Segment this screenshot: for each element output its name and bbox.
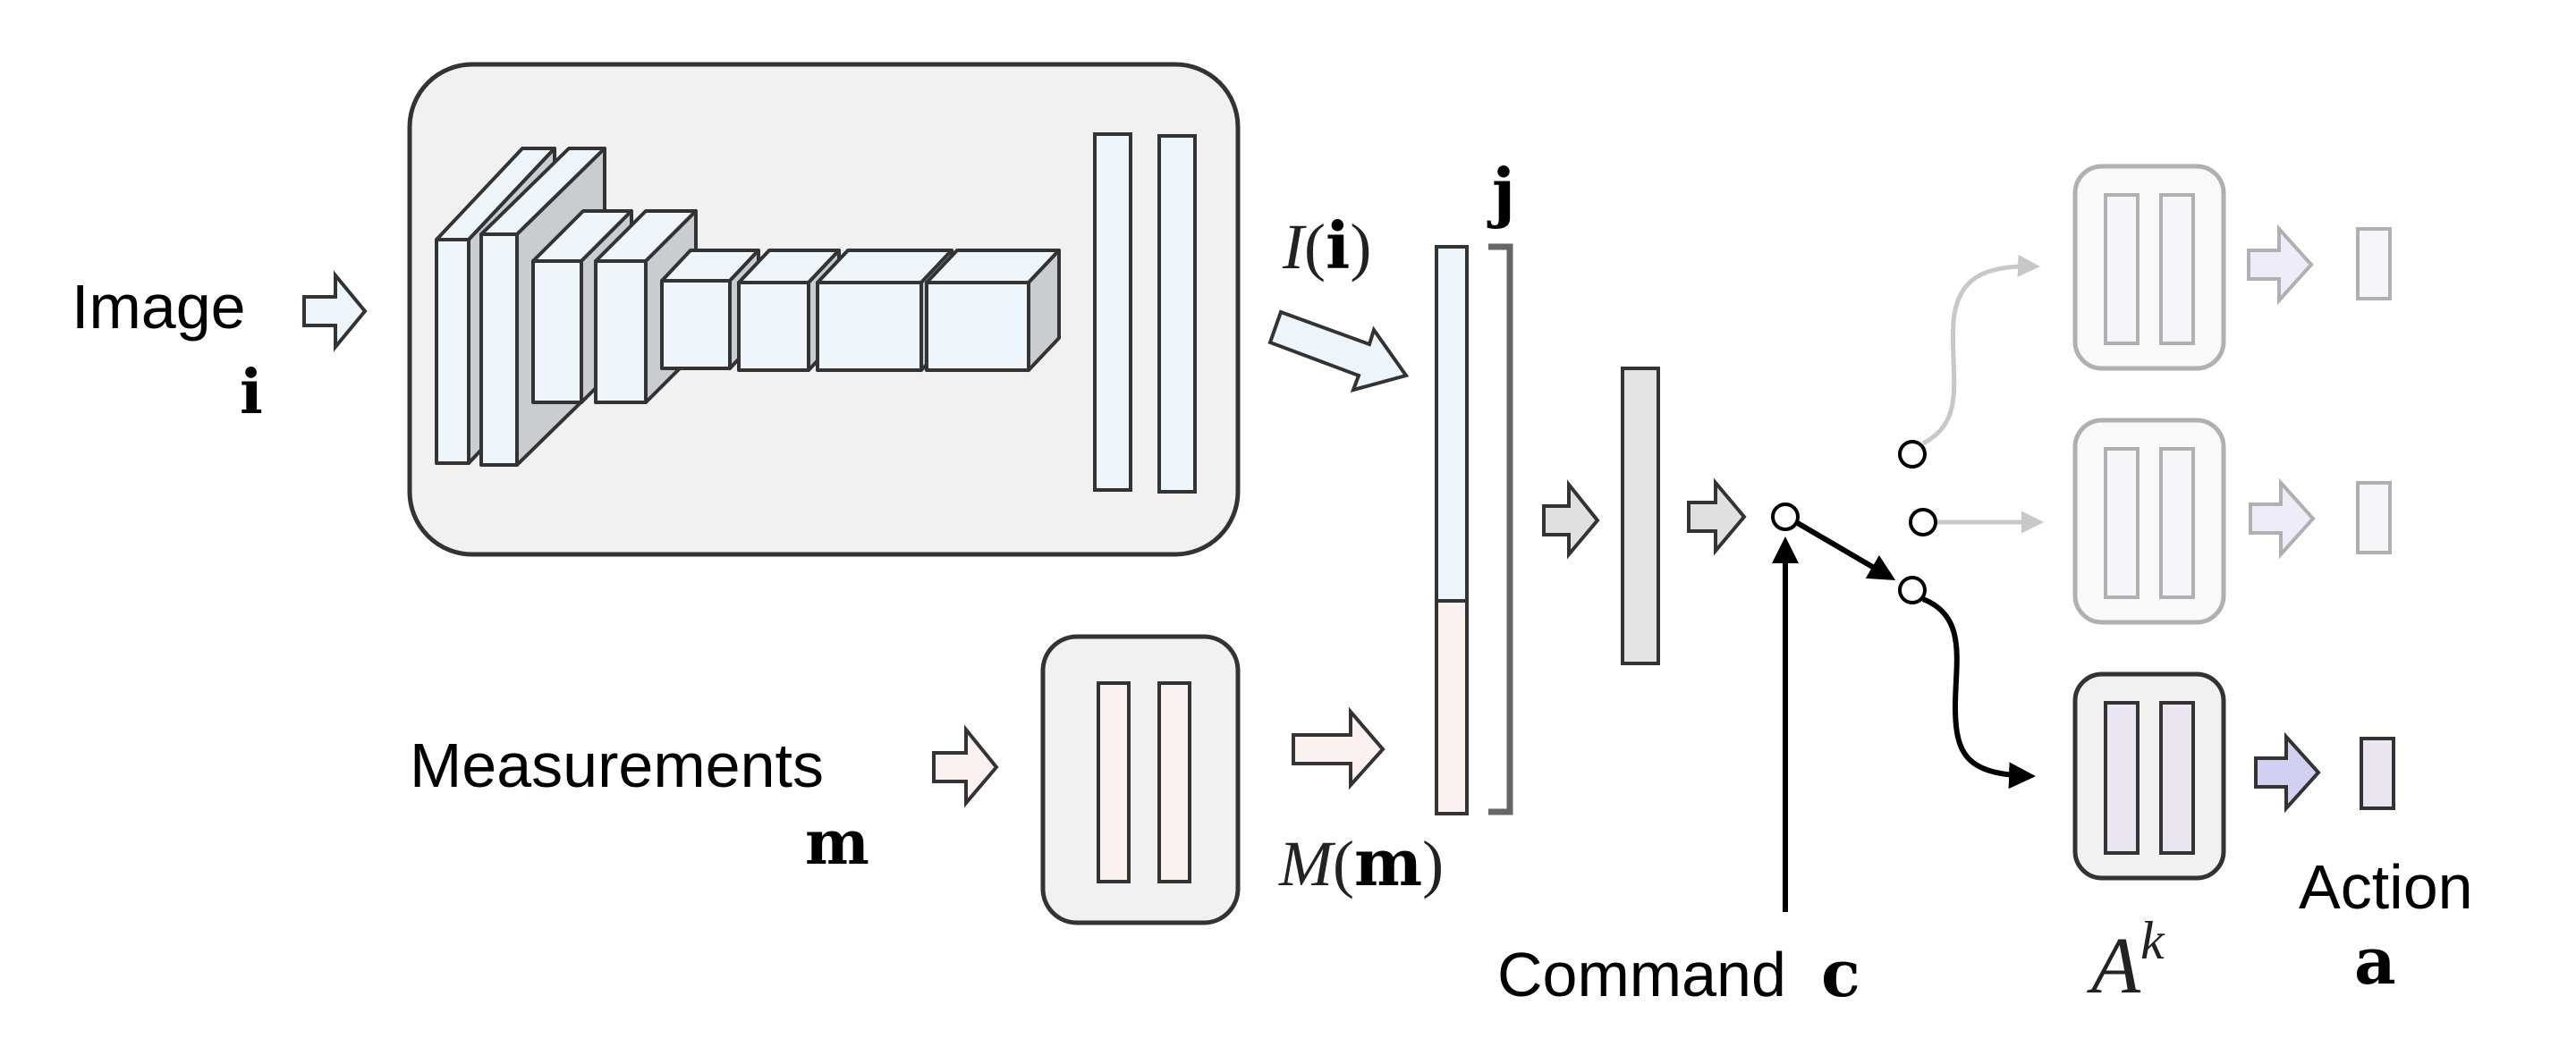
branch-active xyxy=(2072,671,2395,881)
conv-layer-5 xyxy=(660,249,760,370)
action-var: a xyxy=(2354,923,2396,999)
branch-top-arrow-icon xyxy=(2247,224,2314,306)
image-input-arrow-icon xyxy=(302,270,368,352)
branch-active-arrow-icon xyxy=(2254,731,2321,814)
branch-top-fc-1 xyxy=(2104,193,2140,345)
image-module-fn: I xyxy=(1282,211,1307,283)
image-label: Image xyxy=(72,272,246,342)
switch-arm xyxy=(1794,519,1896,581)
command-switch xyxy=(1771,502,1896,912)
active-path xyxy=(1921,596,2036,790)
branch-middle-container xyxy=(2072,418,2226,625)
branch-active-fc-2 xyxy=(2159,701,2195,855)
branch-top-container xyxy=(2072,164,2226,371)
branch-middle-fc-1 xyxy=(2104,447,2140,599)
measurements-input-arrow-icon xyxy=(932,724,999,808)
branch-top-fc-2 xyxy=(2159,193,2195,345)
joint-vector-var: j xyxy=(1487,154,1515,230)
measurement-fc-layer-1 xyxy=(1097,681,1131,883)
command-label: Command xyxy=(1497,940,1786,1009)
branch-label-sup: k xyxy=(2140,911,2165,970)
image-var: i xyxy=(240,357,263,428)
branch-middle xyxy=(2072,418,2392,625)
measurement-module-container xyxy=(1040,634,1241,925)
measurements-var: m xyxy=(805,807,869,879)
meas-module-arg: m xyxy=(1354,824,1422,900)
branch-active-output xyxy=(2360,737,2395,810)
joint-vector-image-part xyxy=(1435,245,1469,603)
measurement-fc-layer-2 xyxy=(1157,681,1191,883)
branch-active-fc-1 xyxy=(2104,701,2140,855)
joint-vector xyxy=(1435,245,1469,815)
branch-middle-output xyxy=(2356,481,2392,554)
measurements-label: Measurements xyxy=(410,730,824,800)
branch-node-top-icon xyxy=(1898,440,1927,469)
meas-module-fn: M xyxy=(1278,828,1336,899)
image-to-joint-arrow-icon xyxy=(1267,309,1410,393)
shared-fc-layer xyxy=(1621,367,1660,665)
image-module-arg: i xyxy=(1326,207,1350,283)
image-module-rparen: ) xyxy=(1350,211,1371,283)
measurement-module-label: M(m) xyxy=(1278,824,1444,900)
joint-to-shared-arrow-icon xyxy=(1542,479,1600,560)
conv-layer-8 xyxy=(925,249,1061,372)
meas-module-rparen: ) xyxy=(1422,828,1444,899)
image-module-lparen: ( xyxy=(1304,211,1326,283)
branch-node-middle-icon xyxy=(1909,508,1937,536)
branch-label: Ak xyxy=(2087,911,2165,1010)
image-module-label: I(i) xyxy=(1282,207,1371,283)
image-fc-layer-2 xyxy=(1157,134,1197,494)
branch-active-container xyxy=(2072,671,2226,881)
switch-node-icon xyxy=(1771,502,1800,531)
branch-top-output xyxy=(2356,227,2392,300)
branch-middle-fc-2 xyxy=(2159,447,2195,599)
measurement-to-joint-arrow-icon xyxy=(1292,706,1385,790)
action-label: Action xyxy=(2299,852,2473,922)
command-var: c xyxy=(1821,935,1860,1011)
measurement-module xyxy=(1040,634,1241,925)
inactive-path-top xyxy=(1921,254,2040,446)
joint-vector-bracket xyxy=(1488,243,1513,815)
meas-module-lparen: ( xyxy=(1333,828,1354,899)
shared-to-switch-arrow-icon xyxy=(1687,477,1747,556)
branch-label-base: A xyxy=(2087,922,2141,1010)
joint-vector-measurement-part xyxy=(1435,599,1469,815)
branch-top xyxy=(2072,164,2392,371)
image-fc-layer-1 xyxy=(1093,132,1132,492)
image-module xyxy=(407,62,1241,557)
branch-node-active-icon xyxy=(1898,576,1927,604)
branch-middle-arrow-icon xyxy=(2249,477,2316,560)
